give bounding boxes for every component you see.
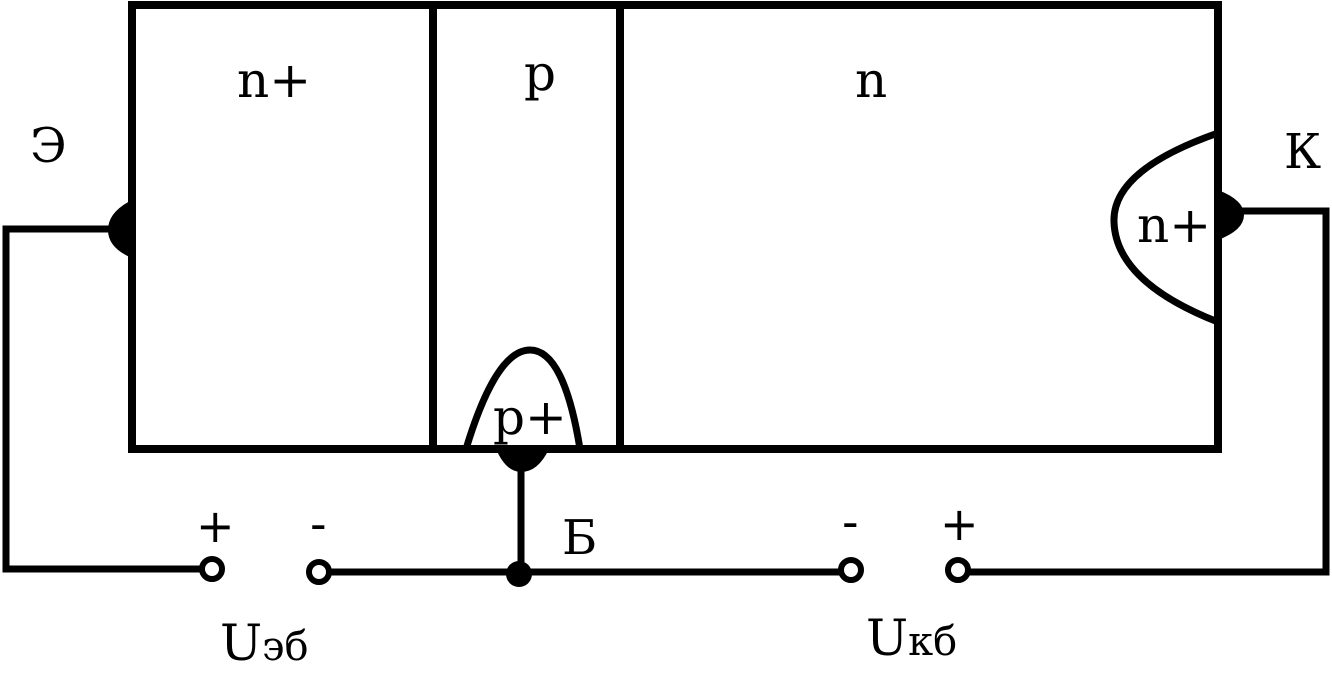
collector-base-voltage-subscript: кб — [908, 619, 957, 665]
collector-source-minus-terminal — [838, 557, 864, 583]
collector-source-minus-sign: - — [842, 495, 859, 549]
collector-wire — [968, 207, 1330, 576]
emitter-region-label: n+ — [237, 51, 311, 109]
emitter-base-voltage-label: Uэб — [220, 614, 309, 672]
emitter-terminal-label: Э — [30, 118, 67, 174]
collector-contact-n-plus-region — [1110, 129, 1220, 326]
emitter-base-voltage-main: U — [220, 614, 262, 672]
base-region-label: p — [524, 44, 556, 102]
emitter-source-plus-sign: + — [196, 499, 235, 553]
collector-contact-label: n+ — [1137, 196, 1211, 254]
emitter-source-minus-terminal — [306, 559, 332, 585]
collector-base-voltage-label: Uкб — [866, 609, 957, 667]
collector-source-plus-terminal — [945, 557, 971, 583]
collector-terminal-label: К — [1284, 124, 1321, 180]
base-terminal-label: Б — [562, 510, 597, 566]
collector-region-label: n — [855, 51, 887, 109]
base-contact-label: p+ — [493, 388, 567, 446]
base-contact-p-plus-region — [462, 346, 584, 451]
collector-source-plus-sign: + — [940, 497, 979, 551]
emitter-source-plus-terminal — [199, 556, 225, 582]
emitter-wire — [2, 225, 202, 573]
emitter-source-minus-sign: - — [310, 497, 327, 551]
collector-base-voltage-main: U — [866, 609, 908, 667]
collector-contact-dot — [1218, 190, 1244, 240]
base-node-dot — [506, 561, 532, 587]
emitter-base-voltage-subscript: эб — [262, 624, 308, 670]
